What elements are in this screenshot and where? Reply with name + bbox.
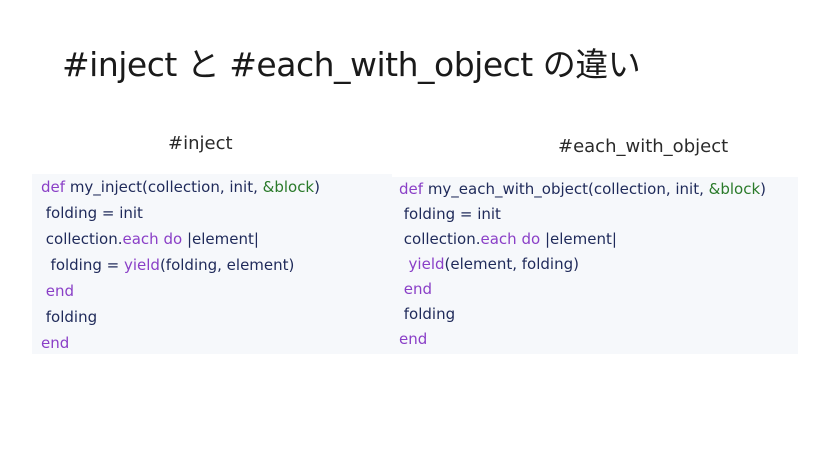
code-token: collection. xyxy=(41,230,123,248)
code-token: each xyxy=(480,230,517,248)
code-token: folding = init xyxy=(399,205,501,223)
code-line: folding xyxy=(399,305,455,323)
code-token: def xyxy=(399,180,428,198)
code-line: folding = yield(folding, element) xyxy=(41,256,295,274)
code-line: collection.each do |element| xyxy=(399,230,617,248)
code-token: (collection, init, xyxy=(142,178,263,196)
code-line: yield(element, folding) xyxy=(399,255,579,273)
code-token: end xyxy=(399,330,428,348)
each-with-object-code-block: def my_each_with_object(collection, init… xyxy=(390,177,798,354)
code-token: do xyxy=(163,230,183,248)
code-token: &block xyxy=(262,178,315,196)
code-token: (collection, init, xyxy=(588,180,709,198)
code-token: ) xyxy=(314,178,320,196)
code-token: my_inject xyxy=(69,178,142,196)
code-token xyxy=(399,255,409,273)
code-line: folding xyxy=(41,308,97,326)
code-token: end xyxy=(399,280,433,298)
code-line: end xyxy=(399,330,427,348)
inject-code-block: def my_inject(collection, init, &block) … xyxy=(32,174,392,354)
code-token: folding xyxy=(41,308,98,326)
code-token: (folding, element) xyxy=(159,256,295,274)
code-token: my_each_with_object xyxy=(427,180,589,198)
slide-title: #inject と #each_with_object の違い xyxy=(62,45,641,84)
code-line: def my_each_with_object(collection, init… xyxy=(399,180,766,198)
code-line: end xyxy=(41,282,74,300)
code-token: do xyxy=(521,230,541,248)
code-token: end xyxy=(41,282,75,300)
code-token: yield xyxy=(408,255,445,273)
inject-heading: #inject xyxy=(168,133,233,154)
code-token: |element| xyxy=(540,230,617,248)
code-line: folding = init xyxy=(41,204,143,222)
code-token: collection. xyxy=(399,230,481,248)
code-token: (element, folding) xyxy=(444,255,579,273)
code-token: def xyxy=(41,178,70,196)
code-line: def my_inject(collection, init, &block) xyxy=(41,178,320,196)
code-token: end xyxy=(41,334,70,352)
code-token: ) xyxy=(760,180,767,198)
code-token: folding xyxy=(399,305,456,323)
code-line: end xyxy=(41,334,69,352)
code-token: each xyxy=(122,230,159,248)
each-with-object-heading: #each_with_object xyxy=(558,136,729,157)
code-token: folding = xyxy=(41,256,124,274)
code-token: &block xyxy=(708,180,761,198)
code-token: |element| xyxy=(182,230,259,248)
code-line: collection.each do |element| xyxy=(41,230,259,248)
code-line: folding = init xyxy=(399,205,501,223)
code-line: end xyxy=(399,280,432,298)
code-token: yield xyxy=(123,256,160,274)
code-token: folding = init xyxy=(41,204,143,222)
